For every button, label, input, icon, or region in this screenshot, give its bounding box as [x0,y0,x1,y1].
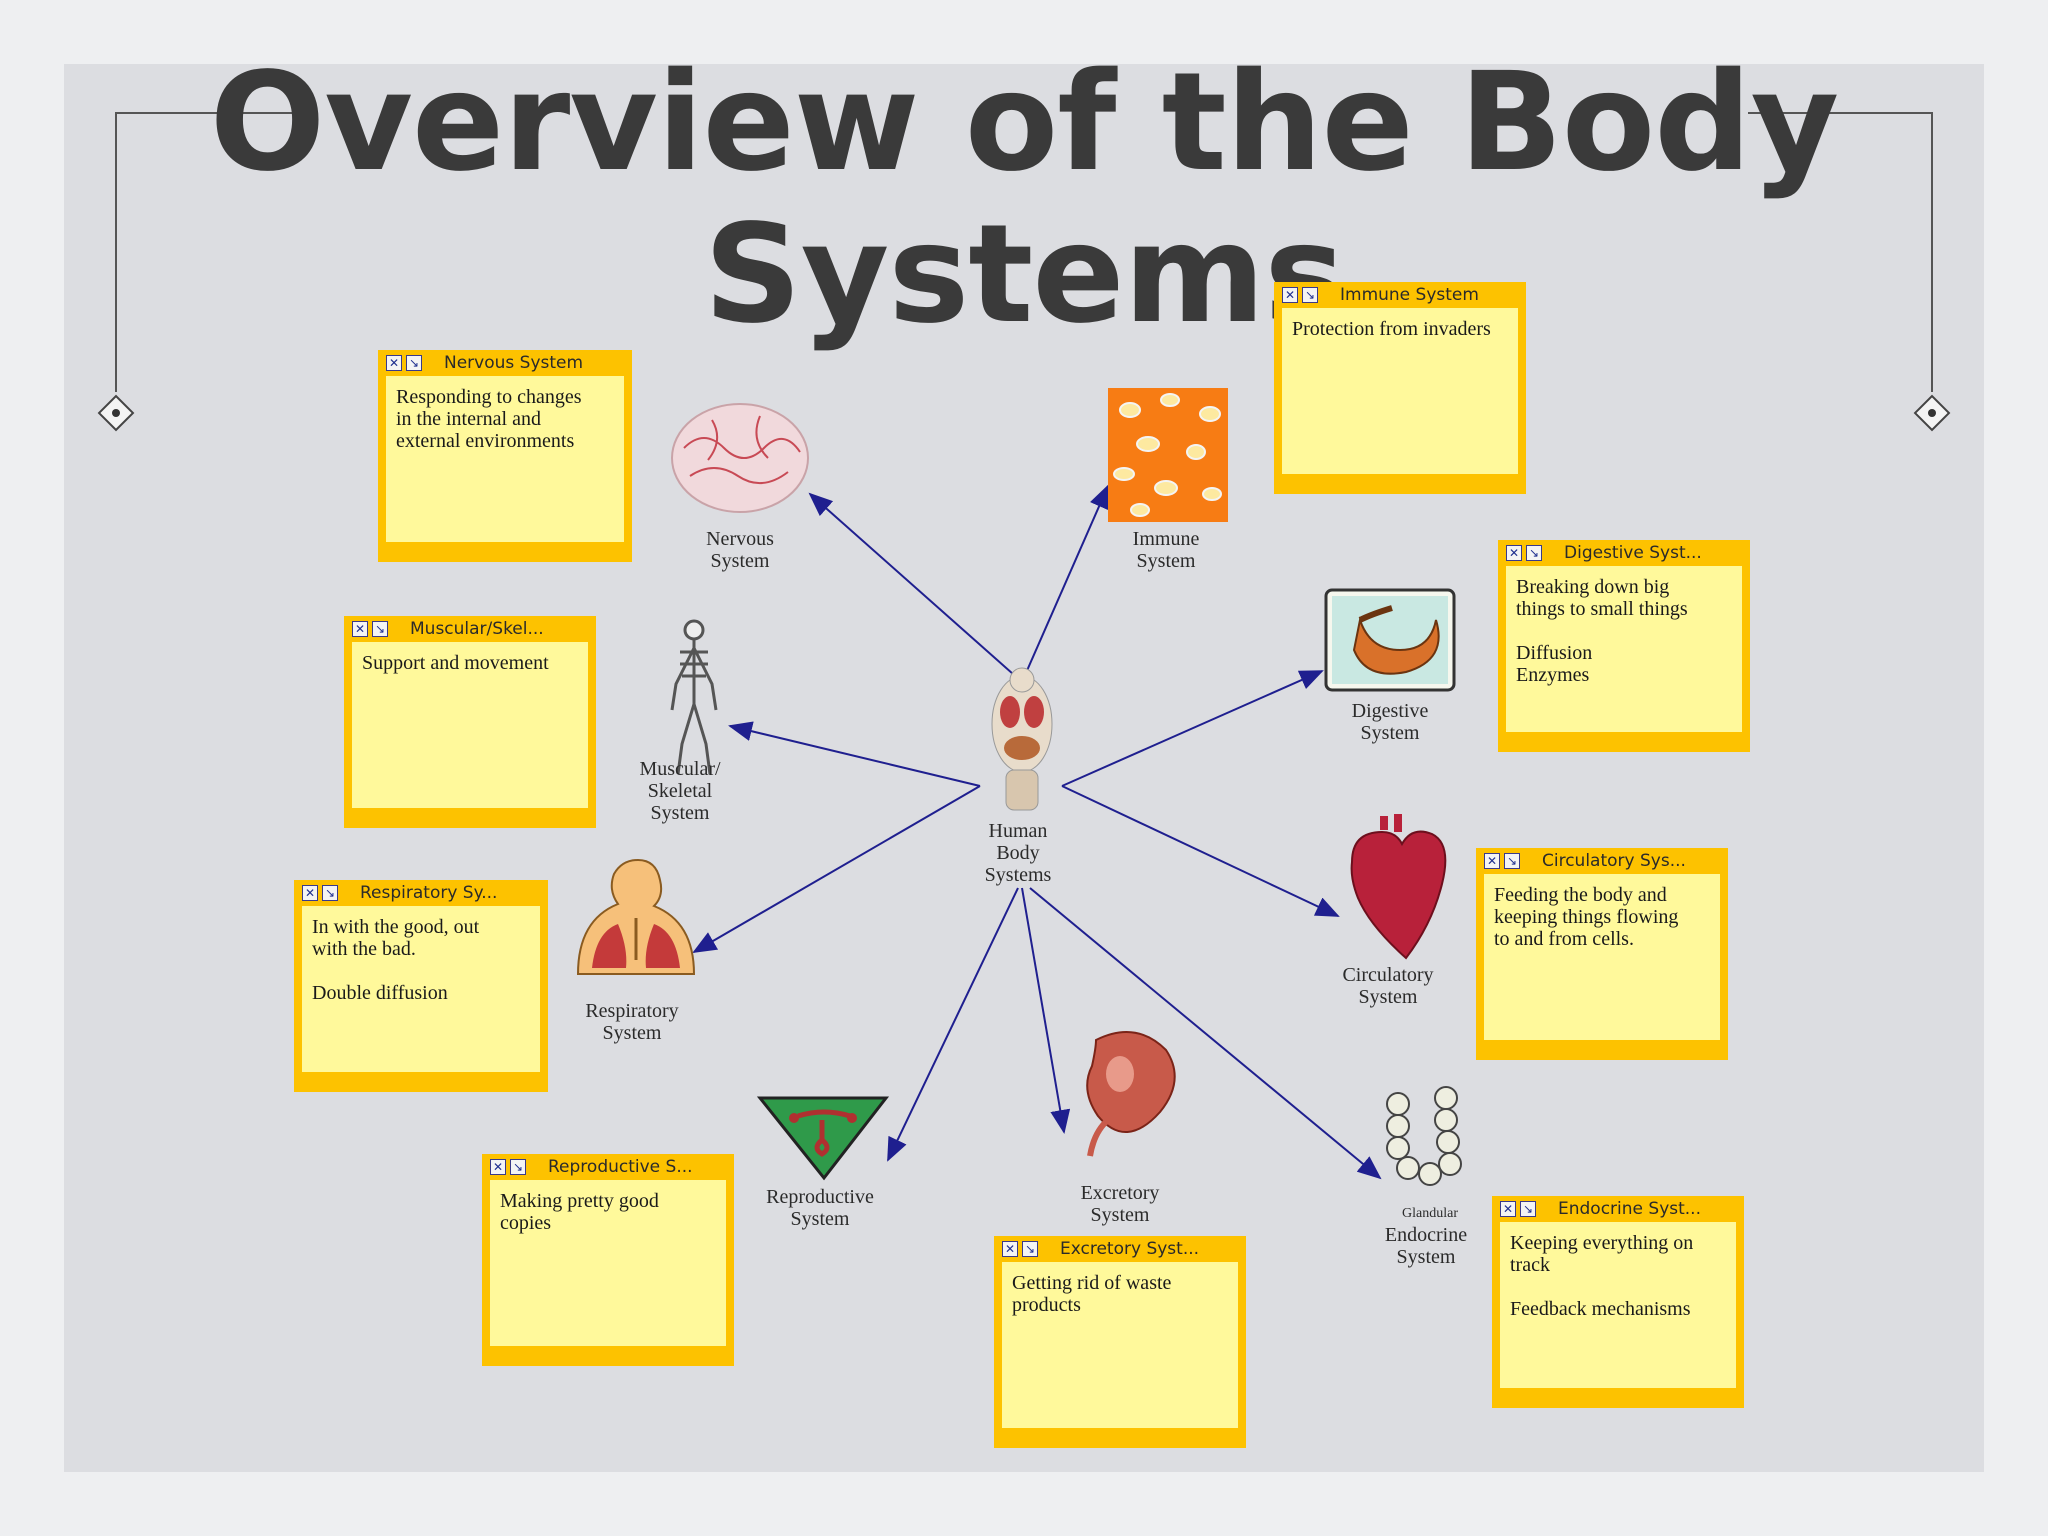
expand-icon[interactable]: ↘ [322,885,338,901]
note-body[interactable]: Getting rid of waste products [1002,1262,1238,1428]
expand-icon[interactable]: ↘ [1022,1241,1038,1257]
arrow-to-digestive [1061,670,1324,787]
stomach-icon [1324,588,1456,692]
note-circulatory[interactable]: ✕↘ Circulatory Sys... Feeding the body an… [1476,848,1728,1060]
human-torso-icon [991,667,1053,811]
note-title: Digestive Syst... [1564,543,1702,563]
note-muscular[interactable]: ✕↘ Muscular/Skel... Support and movement [344,616,596,828]
expand-icon[interactable]: ↘ [1504,853,1520,869]
close-icon[interactable]: ✕ [1282,287,1298,303]
kidney-icon [1086,1031,1176,1157]
arrow-to-excretory [1021,887,1071,1134]
close-icon[interactable]: ✕ [1500,1201,1516,1217]
endocrine-node-label: Endocrine System [1384,1224,1468,1268]
close-icon[interactable]: ✕ [1506,545,1522,561]
arrow-to-endocrine [1029,887,1382,1180]
skeleton-icon [670,619,718,775]
note-body[interactable]: Breaking down big things to small things… [1506,566,1742,732]
diamond-ornament-left-icon [97,394,135,432]
close-icon[interactable]: ✕ [490,1159,506,1175]
reproductive-node-label: Reproductive System [766,1186,874,1230]
cells-pattern-icon [1108,388,1228,522]
close-icon[interactable]: ✕ [1484,853,1500,869]
note-title: Respiratory Sy... [360,883,498,903]
brain-icon [671,403,809,513]
note-nervous[interactable]: ✕↘ Nervous System Responding to changes i… [378,350,632,562]
expand-icon[interactable]: ↘ [1526,545,1542,561]
note-immune[interactable]: ✕↘ Immune System Protection from invaders [1274,282,1526,494]
expand-icon[interactable]: ↘ [1520,1201,1536,1217]
arrow-to-nervous [808,492,1023,683]
expand-icon[interactable]: ↘ [1302,287,1318,303]
page-title-line-2: Systems [703,196,1345,354]
arrow-to-circulatory [1061,785,1340,917]
center-node-label: Human Body Systems [984,820,1052,886]
note-title: Immune System [1340,285,1479,305]
note-body[interactable]: Responding to changes in the internal an… [386,376,624,542]
close-icon[interactable]: ✕ [1002,1241,1018,1257]
note-endocrine[interactable]: ✕↘ Endocrine Syst... Keeping everything o… [1492,1196,1744,1408]
expand-icon[interactable]: ↘ [406,355,422,371]
close-icon[interactable]: ✕ [302,885,318,901]
note-title: Muscular/Skel... [410,619,544,639]
nervous-node-label: Nervous System [706,528,774,572]
note-respiratory[interactable]: ✕↘ Respiratory Sy... In with the good, ou… [294,880,548,1092]
note-body[interactable]: Protection from invaders [1282,308,1518,474]
page-title-line-1: Overview of the Body [209,44,1840,202]
note-title: Nervous System [444,353,584,373]
close-icon[interactable]: ✕ [386,355,402,371]
note-title: Reproductive S... [548,1157,693,1177]
respiratory-node-label: Respiratory System [585,1000,679,1044]
gland-cells-icon [1386,1086,1462,1186]
note-body[interactable]: Making pretty good copies [490,1180,726,1346]
muscular-node-label: Muscular/ Skeletal System [639,758,721,824]
diamond-ornament-right-icon [1913,394,1951,432]
note-reproductive[interactable]: ✕↘ Reproductive S... Making pretty good c… [482,1154,734,1366]
note-title: Endocrine Syst... [1558,1199,1701,1219]
note-body[interactable]: In with the good, out with the bad. Doub… [302,906,540,1072]
expand-icon[interactable]: ↘ [510,1159,526,1175]
heart-icon [1350,814,1447,960]
lungs-icon [576,858,696,975]
excretory-node-label: Excretory System [1080,1182,1160,1226]
digestive-node-label: Digestive System [1351,700,1429,744]
note-body[interactable]: Feeding the body and keeping things flow… [1484,874,1720,1040]
immune-node-label: Immune System [1132,528,1200,572]
note-body[interactable]: Keeping everything on track Feedback mec… [1500,1222,1736,1388]
arrow-to-reproductive [887,887,1019,1162]
note-digestive[interactable]: ✕↘ Digestive Syst... Breaking down big th… [1498,540,1750,752]
note-title: Excretory Syst... [1060,1239,1200,1259]
note-body[interactable]: Support and movement [352,642,588,808]
arrow-to-immune [1021,484,1109,683]
expand-icon[interactable]: ↘ [372,621,388,637]
circulatory-node-label: Circulatory System [1342,964,1434,1008]
endocrine-node-sublabel: Glandular [1402,1206,1458,1221]
uterus-icon [756,1096,890,1181]
arrow-to-respiratory [692,785,981,954]
note-excretory[interactable]: ✕↘ Excretory Syst... Getting rid of waste… [994,1236,1246,1448]
close-icon[interactable]: ✕ [352,621,368,637]
note-title: Circulatory Sys... [1542,851,1686,871]
arrow-to-muscular [728,721,981,787]
